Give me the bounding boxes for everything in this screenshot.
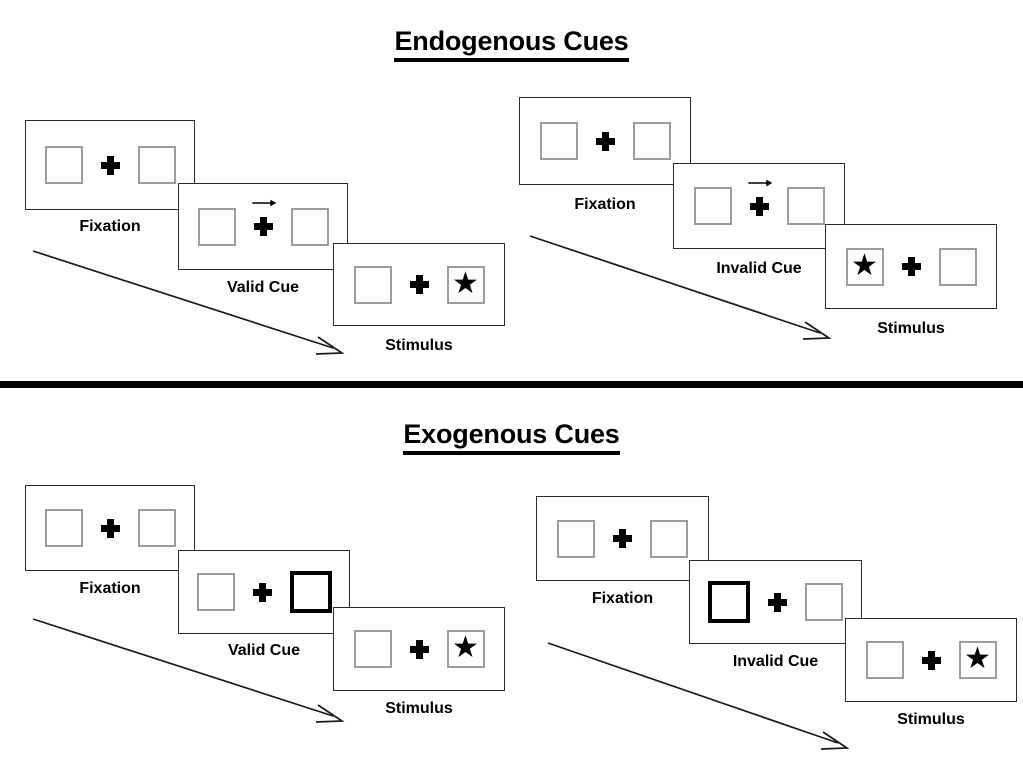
panel-exogenous-invalid-cue[interactable] bbox=[689, 560, 862, 644]
panel-content: ★ bbox=[353, 265, 485, 304]
caption-exogenous-valid-cue: Valid Cue bbox=[227, 642, 301, 659]
panel-content bbox=[44, 509, 176, 547]
plus-icon bbox=[252, 582, 272, 602]
caption-exogenous-invalid-stimulus: Stimulus bbox=[897, 711, 965, 728]
caption-endogenous-valid-fixation: Fixation bbox=[79, 218, 141, 235]
stimulus-box-left bbox=[353, 630, 392, 668]
stimulus-box-right: ★ bbox=[446, 265, 485, 304]
plus-icon bbox=[921, 650, 941, 670]
panel-exogenous-invalid-stimulus[interactable]: ★ bbox=[845, 618, 1017, 702]
stimulus-box-left-cued bbox=[708, 581, 750, 623]
section-title-endogenous: Endogenous Cues bbox=[0, 26, 1023, 62]
panel-exogenous-valid-cue[interactable] bbox=[178, 550, 350, 634]
plus-icon bbox=[100, 518, 120, 538]
stimulus-box-right bbox=[786, 187, 825, 225]
fixation-center bbox=[100, 155, 120, 175]
stimulus-box-left bbox=[693, 187, 732, 225]
section-title-exogenous: Exogenous Cues bbox=[0, 419, 1023, 455]
star-icon: ★ bbox=[452, 266, 479, 300]
caption-exogenous-invalid-fixation: Fixation bbox=[591, 590, 654, 607]
plus-icon bbox=[100, 155, 120, 175]
stimulus-box-left bbox=[865, 641, 904, 679]
fixation-center bbox=[613, 529, 632, 548]
star-icon: ★ bbox=[452, 631, 479, 664]
panel-endogenous-valid-cue[interactable] bbox=[178, 183, 348, 270]
caption-exogenous-valid-stimulus: Stimulus bbox=[385, 700, 453, 717]
fixation-center bbox=[921, 650, 941, 670]
caption-endogenous-invalid-stimulus: Stimulus bbox=[877, 320, 945, 337]
panel-content: ★ bbox=[845, 247, 977, 286]
section-title-exogenous-text: Exogenous Cues bbox=[403, 419, 620, 455]
stimulus-box-right bbox=[137, 509, 176, 547]
star-icon: ★ bbox=[964, 642, 991, 675]
section-title-endogenous-text: Endogenous Cues bbox=[394, 26, 629, 62]
panel-endogenous-valid-stimulus[interactable]: ★ bbox=[333, 243, 505, 326]
plus-icon bbox=[595, 131, 615, 151]
fixation-center bbox=[409, 639, 429, 659]
plus-icon bbox=[613, 529, 632, 548]
panel-exogenous-valid-stimulus[interactable]: ★ bbox=[333, 607, 505, 691]
panel-content bbox=[693, 179, 825, 225]
panel-content bbox=[557, 519, 688, 558]
stimulus-box-left bbox=[44, 146, 83, 184]
star-icon: ★ bbox=[851, 248, 878, 282]
arrow-right-icon bbox=[252, 199, 277, 207]
caption-endogenous-valid-stimulus: Stimulus bbox=[385, 337, 453, 354]
panel-endogenous-invalid-fixation[interactable] bbox=[519, 97, 691, 185]
plus-icon bbox=[749, 196, 769, 216]
panel-exogenous-valid-fixation[interactable] bbox=[25, 485, 195, 571]
stimulus-box-left bbox=[197, 207, 236, 246]
stimulus-box-right bbox=[137, 146, 176, 184]
stimulus-box-right: ★ bbox=[446, 630, 485, 668]
stimulus-box-left bbox=[557, 519, 595, 558]
fixation-center bbox=[901, 257, 921, 276]
fixation-center bbox=[768, 592, 787, 612]
stimulus-box-right bbox=[938, 247, 977, 286]
fixation-center bbox=[595, 131, 615, 151]
stimulus-box-left bbox=[44, 509, 83, 547]
stimulus-box-left bbox=[196, 573, 235, 611]
caption-exogenous-valid-fixation: Fixation bbox=[79, 580, 141, 597]
caption-endogenous-valid-cue: Valid Cue bbox=[226, 279, 300, 296]
panel-content bbox=[197, 199, 329, 246]
section-divider bbox=[0, 381, 1023, 388]
caption-endogenous-invalid-cue: Invalid Cue bbox=[716, 260, 802, 277]
panel-exogenous-invalid-fixation[interactable] bbox=[536, 496, 709, 581]
plus-icon bbox=[768, 592, 787, 612]
caption-endogenous-invalid-fixation: Fixation bbox=[574, 196, 636, 213]
plus-icon bbox=[253, 217, 273, 236]
arrow-right-icon bbox=[748, 179, 773, 186]
stimulus-box-left: ★ bbox=[845, 247, 884, 286]
stimulus-box-right bbox=[632, 122, 671, 160]
plus-icon bbox=[901, 257, 921, 276]
fixation-center bbox=[252, 582, 272, 602]
panel-content bbox=[196, 571, 332, 613]
stimulus-box-right: ★ bbox=[958, 641, 997, 679]
stimulus-box-right bbox=[290, 207, 329, 246]
stimulus-box-right bbox=[805, 583, 843, 621]
stimulus-box-left bbox=[353, 265, 392, 304]
plus-icon bbox=[409, 275, 429, 294]
panel-endogenous-valid-fixation[interactable] bbox=[25, 120, 195, 210]
stimulus-box-right bbox=[650, 519, 688, 558]
panel-content bbox=[44, 146, 176, 184]
panel-content: ★ bbox=[865, 641, 997, 679]
fixation-center bbox=[252, 199, 277, 236]
stimulus-box-right-cued bbox=[289, 571, 332, 613]
panel-endogenous-invalid-stimulus[interactable]: ★ bbox=[825, 224, 997, 309]
fixation-center bbox=[409, 275, 429, 294]
panel-content: ★ bbox=[353, 630, 485, 668]
fixation-center bbox=[748, 179, 773, 216]
plus-icon bbox=[409, 639, 429, 659]
panel-content bbox=[539, 122, 671, 160]
fixation-center bbox=[100, 518, 120, 538]
panel-endogenous-invalid-cue[interactable] bbox=[673, 163, 845, 249]
stimulus-box-left bbox=[539, 122, 578, 160]
caption-exogenous-invalid-cue: Invalid Cue bbox=[732, 653, 819, 670]
panel-content bbox=[708, 581, 843, 623]
